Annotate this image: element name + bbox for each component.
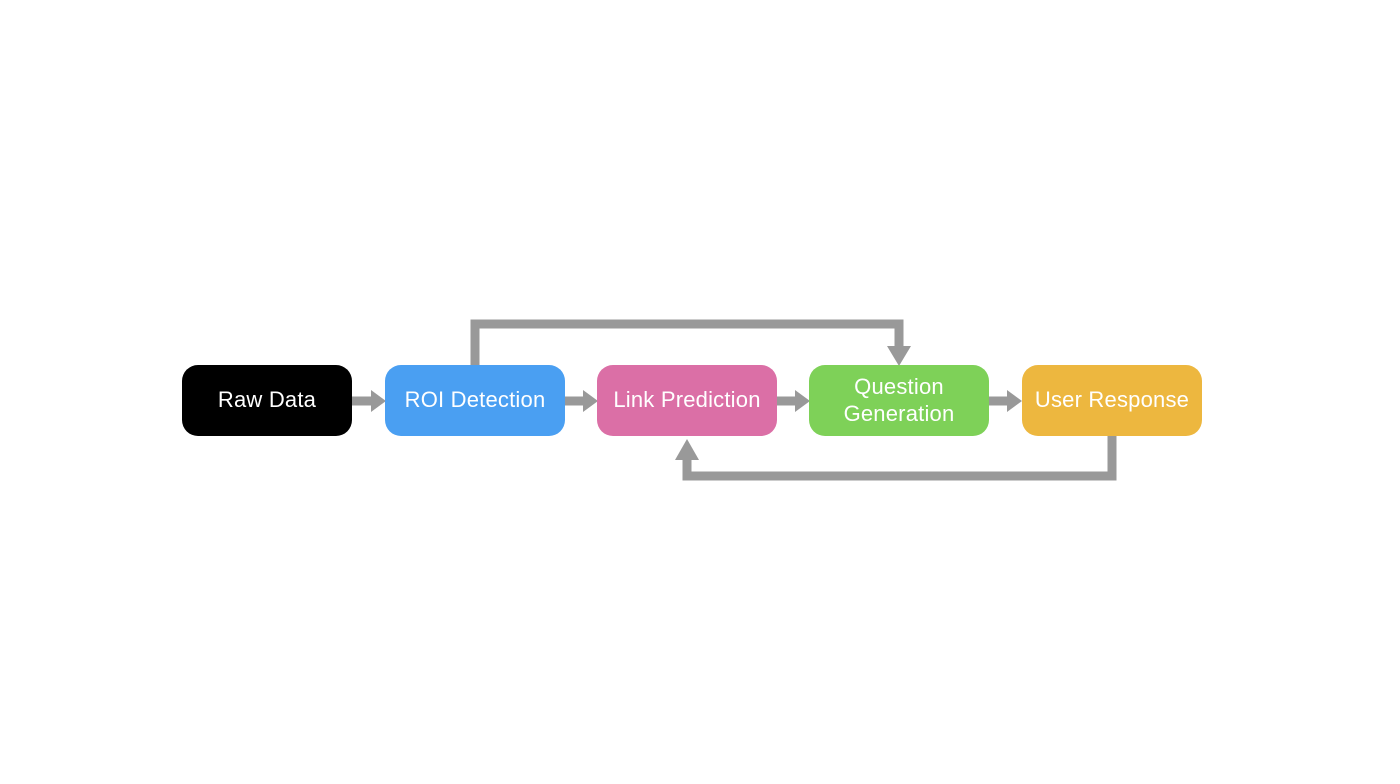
node-raw-data-label: Raw Data	[217, 387, 317, 413]
arrow-link-prediction-to-question-generation	[777, 390, 810, 412]
node-question-generation-label: Question Generation	[843, 373, 955, 426]
arrow-question-generation-to-user-response	[989, 390, 1022, 412]
node-link-prediction: Link Prediction	[597, 365, 777, 436]
node-roi-detection-label: ROI Detection	[404, 387, 546, 413]
node-question-generation: Question Generation	[809, 365, 989, 436]
node-link-prediction-label: Link Prediction	[613, 387, 761, 413]
node-roi-detection: ROI Detection	[385, 365, 565, 436]
node-raw-data: Raw Data	[182, 365, 352, 436]
arrow-roi-detection-to-link-prediction	[565, 390, 598, 412]
arrow-raw-data-to-roi-detection	[352, 390, 386, 412]
arrow-feedback-user-response-to-link-prediction	[675, 436, 1117, 481]
node-user-response: User Response	[1022, 365, 1202, 436]
node-user-response-label: User Response	[1034, 387, 1190, 413]
arrow-skip-roi-detection-to-question-generation	[470, 319, 911, 367]
